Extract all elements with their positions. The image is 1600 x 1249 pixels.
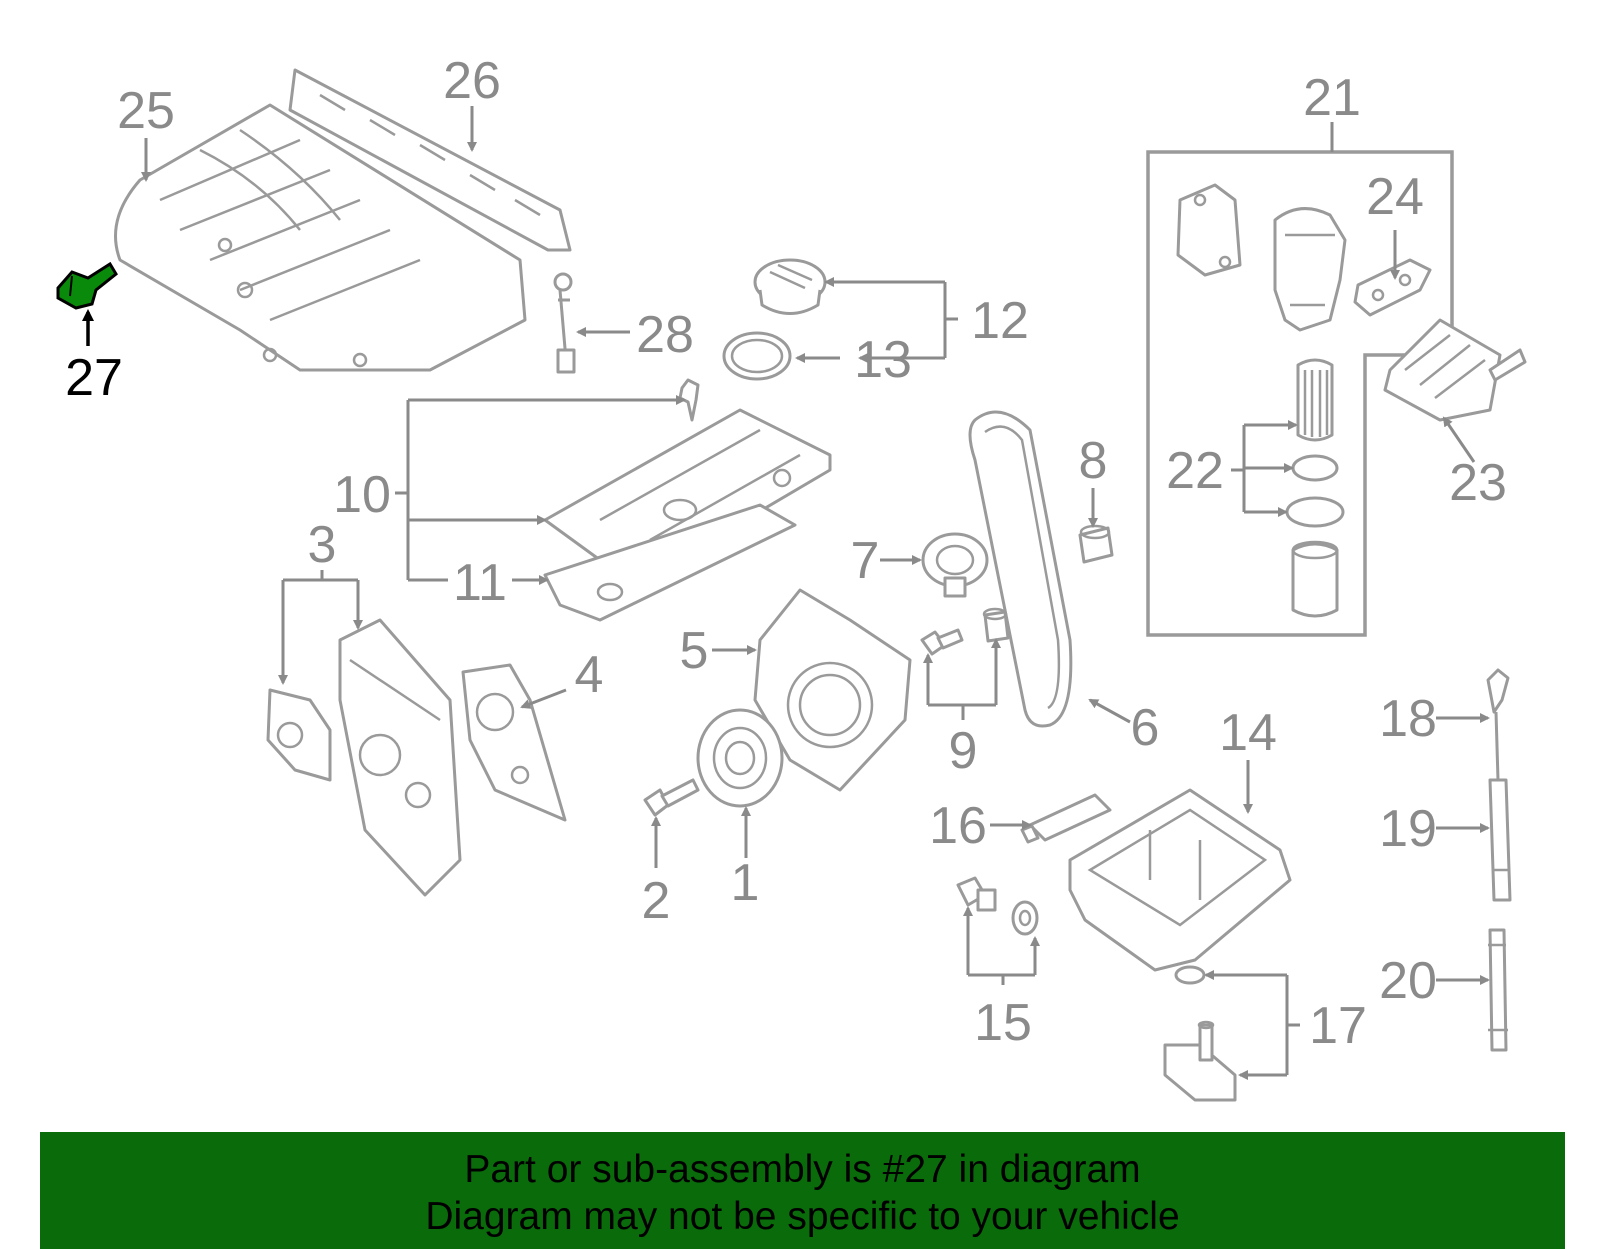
filter-o-ring-small-part[interactable]: [1291, 454, 1339, 482]
callout-27-highlighted: 27: [65, 349, 123, 407]
callout-18: 18: [1379, 690, 1437, 748]
callout-3: 3: [308, 516, 337, 574]
callout-15: 15: [974, 994, 1032, 1052]
timing-belt-part[interactable]: [968, 410, 1073, 728]
callout-9: 9: [949, 722, 978, 780]
footer-line-2: Diagram may not be specific to your vehi…: [425, 1195, 1180, 1238]
housing-seal-part[interactable]: [1353, 258, 1432, 317]
belt-tensioner-part[interactable]: [921, 532, 989, 598]
callout-12: 12: [971, 292, 1029, 350]
dipstick-tube-part[interactable]: [1488, 928, 1508, 1052]
idler-roller-part[interactable]: [1078, 524, 1114, 564]
callout-6: 6: [1131, 699, 1160, 757]
callout-26: 26: [443, 52, 501, 110]
callout-10: 10: [333, 466, 391, 524]
callout-8: 8: [1079, 432, 1108, 490]
callout-16: 16: [929, 797, 987, 855]
oil-cooler-part[interactable]: [1383, 318, 1527, 422]
level-sensor-gasket-part[interactable]: [1174, 965, 1206, 985]
callout-24: 24: [1366, 168, 1424, 226]
callout-14: 14: [1219, 704, 1277, 762]
callout-11: 11: [453, 554, 507, 612]
crankshaft-pulley-part[interactable]: [696, 708, 784, 808]
valve-cover-gasket-part[interactable]: [543, 503, 797, 622]
callout-19: 19: [1379, 800, 1437, 858]
oil-pan-part[interactable]: [1068, 788, 1292, 972]
filter-housing-gasket-part[interactable]: [1176, 183, 1242, 277]
callout-13: 13: [854, 331, 912, 389]
callout-5: 5: [680, 622, 709, 680]
callout-25: 25: [117, 82, 175, 140]
cap-seal-part[interactable]: [722, 331, 792, 381]
drain-plug-part[interactable]: [956, 876, 997, 912]
callout-labels: 1 2 3 4 5 6 7 8 9 10 11 12 13 14 15 16 1…: [65, 52, 1507, 1055]
cover-cap-part[interactable]: [266, 688, 332, 782]
tensioner-bolt-part[interactable]: [920, 628, 964, 656]
callout-23: 23: [1449, 454, 1507, 512]
footer-banner: Part or sub-assembly is #27 in diagram D…: [40, 1132, 1565, 1249]
callout-28: 28: [636, 306, 694, 364]
sealant-tube-part[interactable]: [1020, 793, 1112, 844]
oil-level-sensor-part[interactable]: [1163, 1020, 1237, 1102]
timing-cover-part[interactable]: [338, 618, 462, 897]
dipstick-handle-part[interactable]: [1486, 668, 1510, 714]
callout-7: 7: [851, 532, 880, 590]
oil-filter-element-part[interactable]: [1296, 358, 1334, 442]
callout-21: 21: [1303, 69, 1361, 127]
oil-filler-cap-part[interactable]: [753, 258, 827, 315]
filter-housing-part[interactable]: [1273, 207, 1347, 332]
leader-lines: [82, 106, 1490, 1080]
callout-20: 20: [1379, 952, 1437, 1010]
filter-o-ring-large-part[interactable]: [1285, 496, 1345, 528]
callout-4: 4: [575, 646, 604, 704]
callout-1: 1: [731, 854, 760, 912]
dipstick-part[interactable]: [1488, 711, 1512, 902]
callout-22: 22: [1166, 442, 1224, 500]
sensor-part-27[interactable]: [56, 261, 118, 310]
manifold-gasket-part[interactable]: [288, 68, 572, 252]
footer-line-1: Part or sub-assembly is #27 in diagram: [464, 1148, 1141, 1191]
filter-cap-part[interactable]: [1291, 540, 1339, 618]
callout-2: 2: [642, 872, 671, 930]
sensor-rod-part[interactable]: [553, 272, 576, 374]
callout-17: 17: [1309, 997, 1367, 1055]
oil-filter-housing-group-box: [1146, 150, 1454, 637]
intake-manifold-part[interactable]: [114, 103, 527, 372]
drain-washer-part[interactable]: [1011, 900, 1039, 936]
pulley-bolt-part[interactable]: [643, 778, 700, 817]
seal-plate-part[interactable]: [461, 663, 567, 822]
tensioner-bushing-part[interactable]: [982, 607, 1010, 643]
